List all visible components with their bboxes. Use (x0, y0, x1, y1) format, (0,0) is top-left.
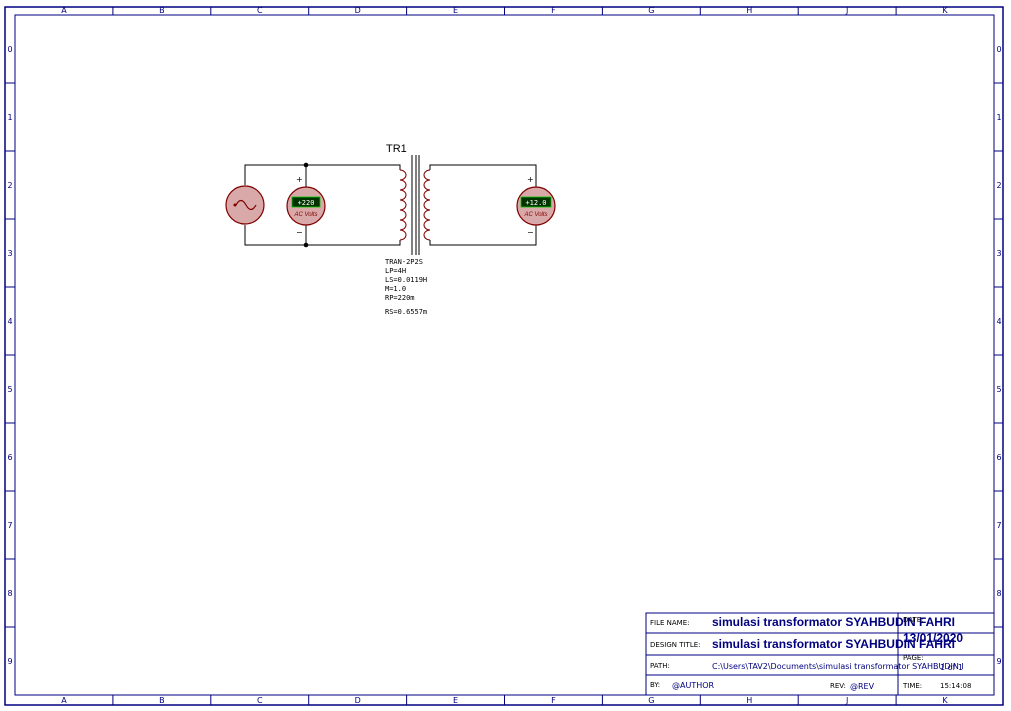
row-label: 8 (7, 589, 12, 598)
file-name-label: FILE NAME: (650, 619, 689, 627)
transformer-prop: RS=0.6557m (385, 308, 427, 316)
row-label: 9 (7, 657, 12, 666)
column-label: E (453, 6, 458, 15)
circuit: +220 AC Volts + − +12.0 AC Volts + − TR1… (225, 143, 556, 316)
transformer-prop: RP=220m (385, 294, 415, 302)
outer-frame (4, 6, 1004, 706)
column-label: F (551, 6, 556, 15)
page-value: 1 of 1 (940, 663, 963, 672)
row-label: 7 (7, 521, 12, 530)
voltmeter-secondary[interactable]: +12.0 AC Volts + − (516, 175, 556, 237)
transformer[interactable]: TR1 TRAN-2P2S LP=4H LS=0.0119H M=1.0 RP=… (385, 143, 431, 316)
design-title-value: simulasi transformator SYAHBUDIN FAHRI (712, 637, 955, 651)
voltmeter-secondary-minus: − (527, 228, 534, 237)
column-label: C (257, 696, 263, 705)
junction-dot (303, 242, 309, 248)
author-value: @AUTHOR (672, 681, 715, 690)
time-value: 15:14:08 (940, 682, 971, 690)
path-value: C:\Users\TAV2\Documents\simulasi transfo… (712, 662, 964, 671)
row-label: 7 (996, 521, 1001, 530)
voltmeter-primary-reading: +220 (298, 199, 315, 207)
row-label: 2 (996, 181, 1001, 190)
column-label: D (355, 696, 361, 705)
rev-value: @REV (850, 682, 875, 691)
time-label: TIME: (902, 682, 922, 690)
rev-label: REV: (830, 682, 846, 690)
page-label: PAGE: (903, 654, 924, 662)
transformer-prop: LS=0.0119H (385, 276, 427, 284)
column-label: A (61, 696, 67, 705)
row-label: 6 (996, 453, 1001, 462)
title-block: FILE NAME: simulasi transformator SYAHBU… (645, 612, 995, 696)
border-ticks: A A B B C C D D E E F F G G H H J J K K 0 0 1 1 2 2 3 3 4 4 5 5 6 6 7 7 8 8 9 9 (5, 6, 1003, 705)
primary-wires (244, 164, 401, 246)
ac-source[interactable] (225, 185, 265, 225)
by-label: BY: (650, 681, 660, 689)
transformer-prop: TRAN-2P2S (385, 258, 423, 266)
column-label: K (942, 6, 948, 15)
row-label: 4 (7, 317, 12, 326)
transformer-ref: TR1 (386, 143, 407, 155)
column-label: B (159, 6, 165, 15)
date-label: DATE: (903, 616, 924, 624)
row-label: 3 (7, 249, 12, 258)
transformer-prop: M=1.0 (385, 285, 406, 293)
voltmeter-secondary-unit: AC Volts (523, 212, 547, 218)
row-label: 2 (7, 181, 12, 190)
column-label: K (942, 696, 948, 705)
date-value: 13/01/2020 (903, 631, 963, 645)
row-label: 8 (996, 589, 1001, 598)
transformer-secondary-coil (423, 169, 431, 241)
voltmeter-secondary-reading: +12.0 (525, 199, 546, 207)
column-label: B (159, 696, 165, 705)
row-label: 5 (7, 385, 12, 394)
transformer-primary-coil (399, 169, 407, 241)
junction-dot (303, 162, 309, 168)
row-label: 0 (7, 45, 12, 54)
row-label: 5 (996, 385, 1001, 394)
column-label: E (453, 696, 458, 705)
secondary-wires (429, 164, 537, 246)
transformer-prop: LP=4H (385, 267, 406, 275)
row-label: 3 (996, 249, 1001, 258)
column-label: H (746, 6, 752, 15)
voltmeter-secondary-plus: + (527, 175, 534, 184)
row-label: 0 (996, 45, 1001, 54)
design-title-label: DESIGN TITLE: (650, 641, 701, 649)
column-label: C (257, 6, 263, 15)
row-label: 9 (996, 657, 1001, 666)
voltmeter-primary-plus: + (296, 175, 303, 184)
column-label: D (355, 6, 361, 15)
column-label: J (845, 696, 848, 705)
row-label: 6 (7, 453, 12, 462)
row-label: 4 (996, 317, 1001, 326)
column-label: A (61, 6, 67, 15)
row-label: 1 (996, 113, 1001, 122)
path-label: PATH: (650, 662, 670, 670)
file-name-value: simulasi transformator SYAHBUDIN FAHRI (712, 615, 955, 629)
column-label: G (648, 696, 654, 705)
column-label: H (746, 696, 752, 705)
voltmeter-primary-minus: − (296, 228, 303, 237)
voltmeter-primary-unit: AC Volts (293, 212, 317, 218)
voltmeter-primary[interactable]: +220 AC Volts + − (286, 175, 326, 237)
column-label: G (648, 6, 654, 15)
inner-frame (14, 14, 995, 696)
row-label: 1 (7, 113, 12, 122)
column-label: J (845, 6, 848, 15)
column-label: F (551, 696, 556, 705)
